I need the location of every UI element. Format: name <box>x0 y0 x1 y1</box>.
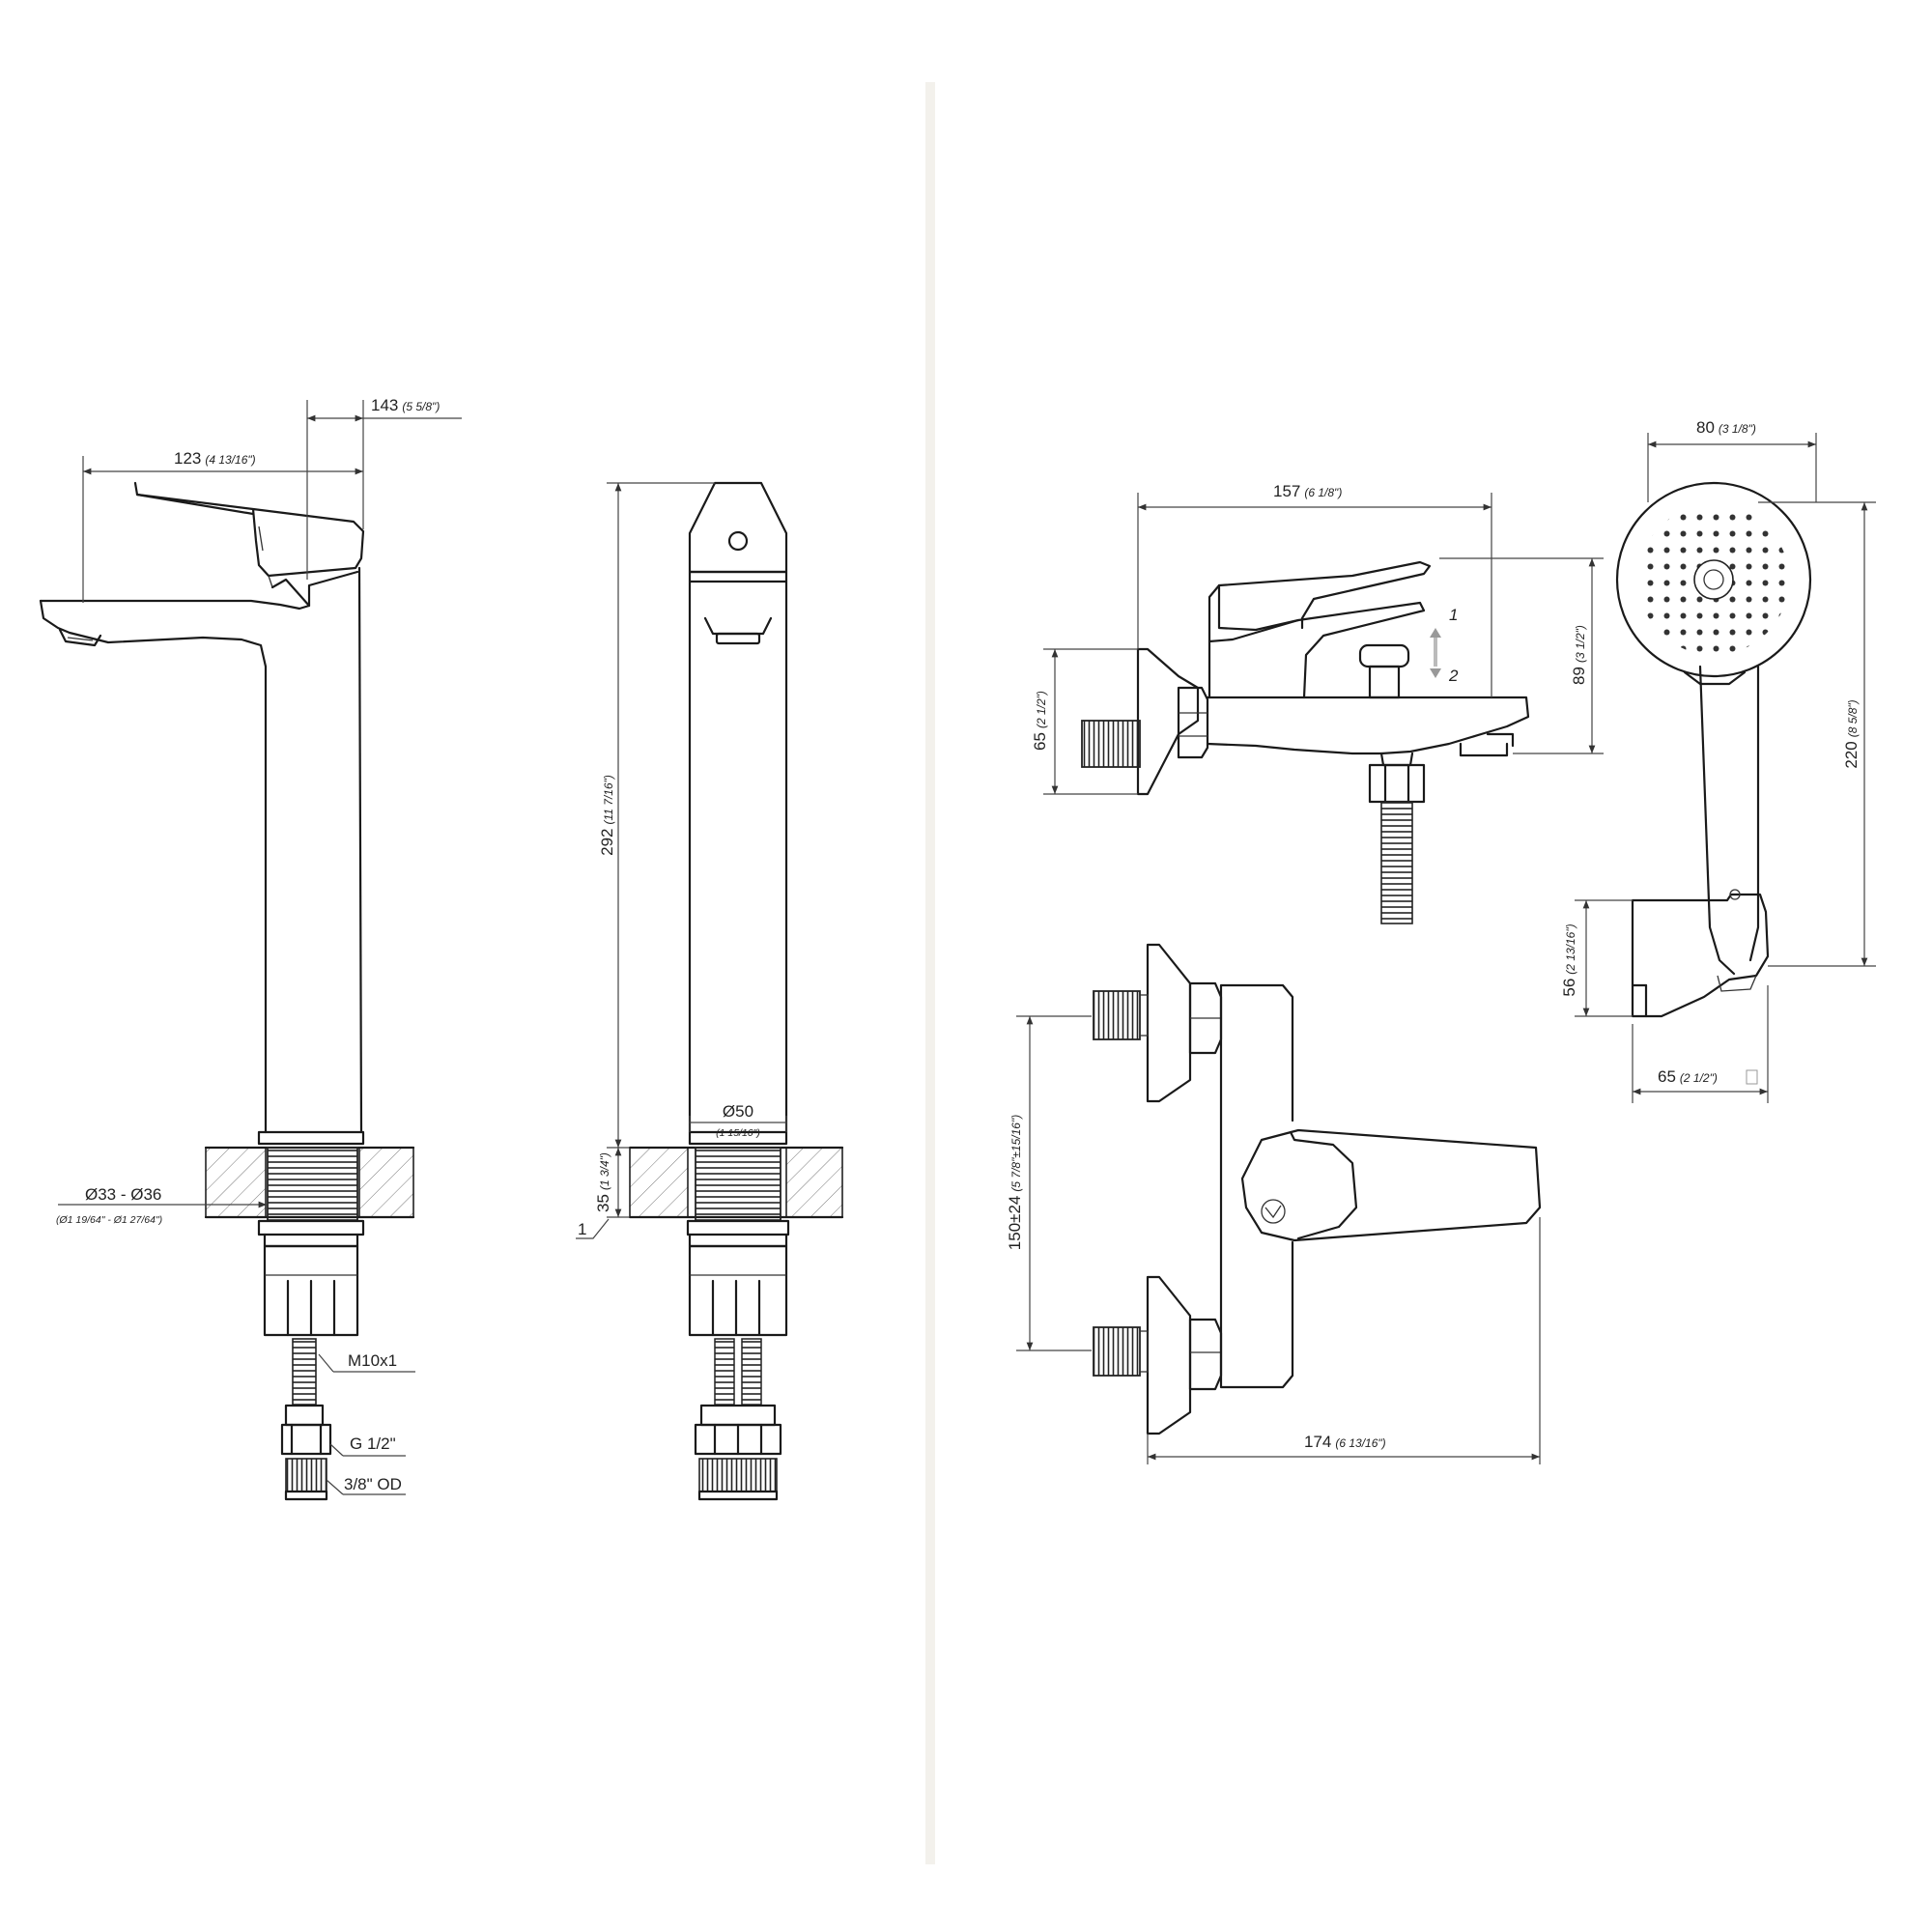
basin-reach-dim: 123(4 13/16") <box>174 449 256 468</box>
bath-height-dim: 89(3 1/2") <box>1570 625 1588 685</box>
connection-label: G 1/2" <box>350 1435 396 1453</box>
bath-width-dim: 157(6 1/8") <box>1273 482 1342 500</box>
hole-diameter-imperial: (Ø1 19/64" - Ø1 27/64") <box>56 1214 162 1226</box>
holder-depth-dim: 65(2 1/2") <box>1658 1067 1718 1086</box>
basin-total-reach-dim: 143(5 5/8") <box>371 396 440 414</box>
bath-mixer-front-view: 150±24(5 7/8"±15/16") 174(6 13/16") <box>1006 943 1542 1464</box>
hand-shower-view: 80(3 1/8") 220(8 5/8") 56(2 13/16") 65(2… <box>1560 418 1876 1103</box>
thread-label: M10x1 <box>348 1351 397 1370</box>
shower-length-dim: 220(8 5/8") <box>1842 699 1861 768</box>
front-width-dim: 174(6 13/16") <box>1304 1433 1386 1451</box>
base-diameter-imperial: (1 15/16") <box>716 1127 760 1139</box>
front-height-dim: 292(11 7/16") <box>598 775 616 856</box>
holder-height-dim: 56(2 13/16") <box>1560 923 1578 996</box>
hole-diameter-dim: Ø33 - Ø36 <box>85 1185 161 1204</box>
head-width-dim: 80(3 1/8") <box>1696 418 1756 437</box>
bath-mixer-side-view: 157(6 1/8") 89(3 1/2") 65(2 1/2") 1 2 <box>1031 482 1604 924</box>
callout-number: 1 <box>578 1220 586 1238</box>
panel-divider <box>925 82 935 1864</box>
basin-mixer-side-view: 123(4 13/16") 143(5 5/8") Ø33 - Ø36 (Ø1 … <box>39 396 462 1501</box>
centres-dim: 150±24(5 7/8"±15/16") <box>1006 1115 1024 1250</box>
basin-mixer-front-view: 292(11 7/16") 35(1 3/4") 1 Ø50 (1 15/16"… <box>576 481 844 1501</box>
flange-dim: 65(2 1/2") <box>1031 691 1049 751</box>
od-label: 3/8" OD <box>344 1475 402 1493</box>
base-diameter-dim: Ø50 <box>723 1102 753 1121</box>
counter-thickness-dim: 35(1 3/4") <box>594 1152 612 1212</box>
diverter-down-label: 2 <box>1448 667 1459 685</box>
diverter-up-label: 1 <box>1449 606 1458 624</box>
